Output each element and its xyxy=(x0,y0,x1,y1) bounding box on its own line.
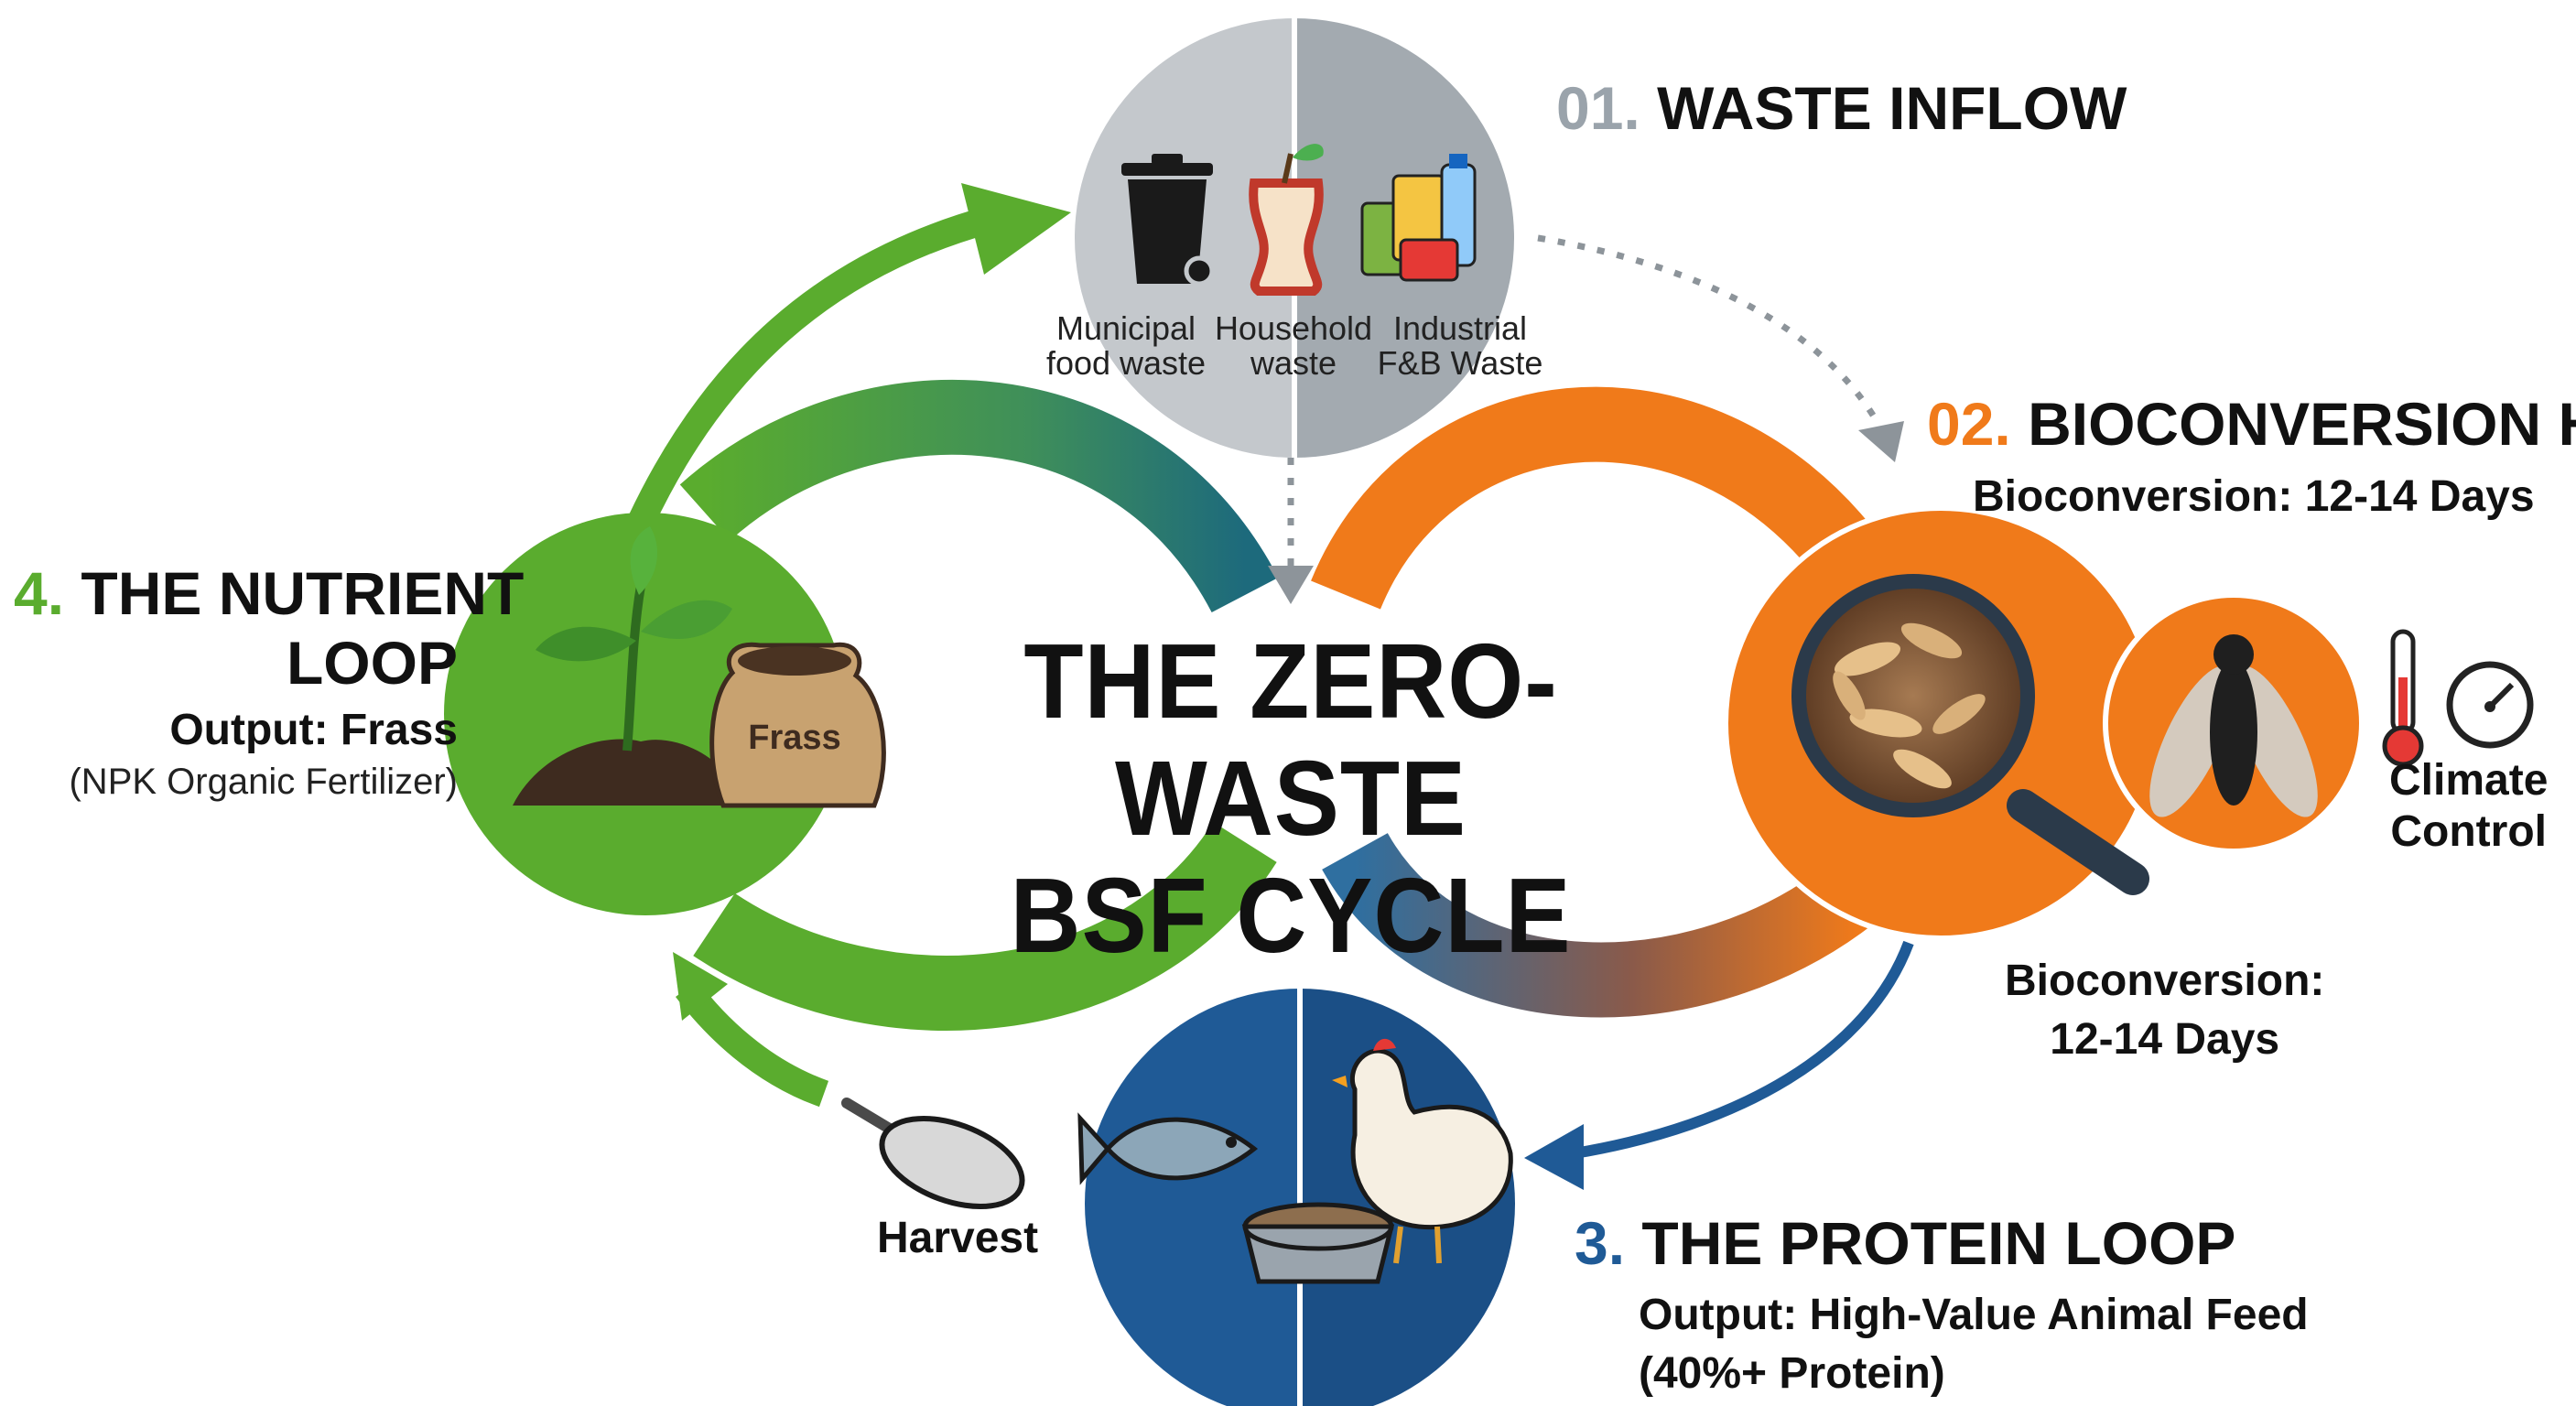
step2-heading: 02. BIOCONVERSION HUB xyxy=(1927,389,2576,459)
bioconversion-note-line-1: Bioconversion: xyxy=(2005,957,2325,1005)
climate-line-1: Climate xyxy=(2389,756,2549,805)
apple-core-icon xyxy=(1249,144,1324,296)
orange-upper-loop xyxy=(1311,386,1879,611)
step2-subtitle: Bioconversion: 12-14 Days xyxy=(1973,472,2535,521)
frass-bag-icon xyxy=(709,642,886,808)
trash-bin-icon xyxy=(1121,154,1215,287)
step3-output-line-1: Output: High-Value Animal Feed xyxy=(1639,1291,2309,1339)
nutrient-loop-circle xyxy=(444,513,847,915)
seedling-icon xyxy=(536,526,732,752)
waste-source-label: Municipal xyxy=(1055,309,1196,347)
bioconversion-note-line-2: 12-14 Days xyxy=(2050,1015,2280,1064)
step1-title: WASTE INFLOW xyxy=(1657,74,2127,142)
soil-mound-icon xyxy=(513,739,741,806)
step1-heading: 01. WASTE INFLOW xyxy=(1556,73,2127,143)
step4-title-line-2: LOOP xyxy=(286,629,458,697)
dotted-arrow-right xyxy=(1537,234,1880,423)
blue-arrowhead xyxy=(1524,1124,1584,1190)
green-lower-loop xyxy=(693,821,1277,1031)
green-arrowhead-top xyxy=(961,183,1071,275)
blue-arrow xyxy=(1574,940,1914,1159)
step2-title: BIOCONVERSION HUB xyxy=(2028,390,2576,458)
bioconversion-note: Bioconversion: 12-14 Days xyxy=(2005,952,2324,1069)
bsf-fly-icon xyxy=(2149,634,2318,817)
green-upper-loop xyxy=(679,379,1279,613)
cans-bottles-icon xyxy=(1360,154,1477,282)
waste-source-industrial: Industrial F&B Waste xyxy=(1373,311,1547,381)
fish-icon xyxy=(1077,1112,1259,1185)
title-line-1: THE ZERO-WASTE xyxy=(1023,622,1558,858)
waste-source-household: Household waste xyxy=(1207,311,1380,381)
dotted-arrowhead-right xyxy=(1858,421,1904,462)
dotted-arrowhead-down xyxy=(1268,566,1314,604)
green-return-arrow xyxy=(628,206,993,528)
gauge-icon xyxy=(2446,661,2534,749)
waste-source-label: waste xyxy=(1250,344,1337,382)
step3-title: THE PROTEIN LOOP xyxy=(1641,1209,2236,1277)
waste-source-label: food waste xyxy=(1045,344,1207,382)
waste-source-label: F&B Waste xyxy=(1377,344,1543,382)
step3-output: Output: High-Value Animal Feed (40%+ Pro… xyxy=(1639,1286,2309,1403)
waste-source-label: Industrial xyxy=(1392,309,1528,347)
waste-source-label: Household xyxy=(1214,309,1373,347)
chicken-icon xyxy=(1332,1038,1513,1264)
step1-number: 01. xyxy=(1556,74,1640,142)
step4-detail: (NPK Organic Fertilizer) xyxy=(69,762,458,802)
step3-number: 3. xyxy=(1575,1209,1626,1277)
step3-output-line-2: (40%+ Protein) xyxy=(1639,1349,1945,1398)
title-line-2: BSF CYCLE xyxy=(1010,856,1572,975)
step3-heading: 3. THE PROTEIN LOOP xyxy=(1575,1208,2235,1278)
magnifier-larvae-icon xyxy=(1791,574,2149,895)
sieve-icon xyxy=(841,1098,1025,1210)
feed-bowl-icon xyxy=(1241,1202,1395,1284)
harvest-label: Harvest xyxy=(877,1214,1039,1262)
climate-control-label: Climate Control xyxy=(2389,755,2548,858)
diagram-title: THE ZERO-WASTE BSF CYCLE xyxy=(895,622,1687,974)
blue-orange-lower-loop xyxy=(1322,832,1883,1018)
step2-number: 02. xyxy=(1927,390,2011,458)
step4-title-line-1: THE NUTRIENT xyxy=(81,559,525,627)
waste-source-municipal: Municipal food waste xyxy=(1044,311,1208,381)
frass-bag-label: Frass xyxy=(748,719,841,757)
green-arrowhead-left xyxy=(673,952,728,1021)
thermometer-icon xyxy=(2382,629,2424,767)
step4-heading: 4. THE NUTRIENT LOOP xyxy=(14,558,524,698)
step4-output: Output: Frass xyxy=(169,706,458,754)
step4-number: 4. xyxy=(14,559,65,627)
climate-line-2: Control xyxy=(2390,807,2547,856)
